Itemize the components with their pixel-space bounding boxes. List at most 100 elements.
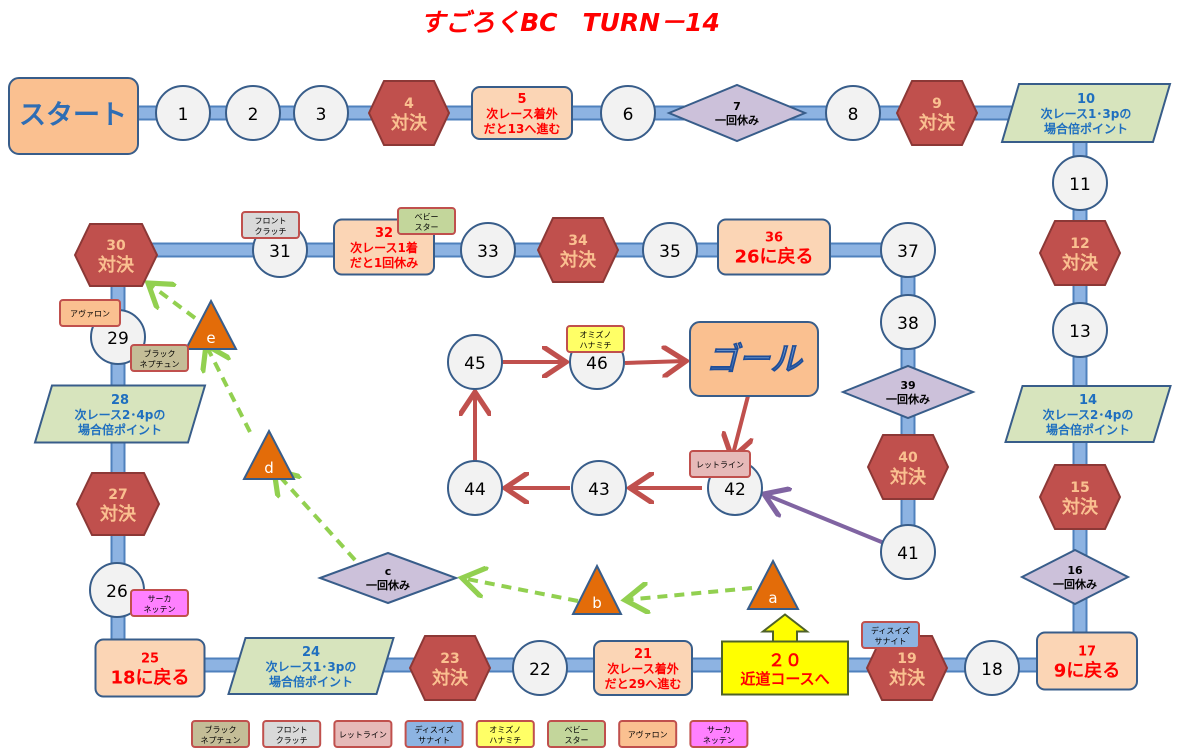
cell-d-shortcut: d	[242, 428, 296, 480]
cell-label: 場合倍ポイント	[1044, 121, 1128, 136]
cell-11-plain: 11	[1052, 155, 1108, 211]
cell-label: 対決	[918, 112, 956, 134]
cell-label: 26	[106, 582, 128, 602]
cell-number: 5	[517, 92, 526, 107]
cell-label: 8	[848, 105, 859, 125]
cell-label: 44	[464, 480, 486, 500]
shortcut-route-arrow	[148, 283, 197, 320]
cell-label: 18に戻る	[110, 667, 189, 689]
cell-label: 33	[477, 242, 499, 262]
cell-label: 2	[248, 105, 259, 125]
shortcut-route-arrow	[625, 588, 753, 600]
cell-label: 43	[588, 480, 610, 500]
player-name: ベビー	[415, 213, 439, 222]
cell-label: b	[592, 594, 602, 612]
legend-item-let-line: レットライン	[333, 720, 393, 748]
cell-label: 41	[897, 544, 919, 564]
cell-number: 10	[1077, 92, 1095, 107]
cell-number: 24	[302, 645, 320, 660]
cell-number: 17	[1078, 645, 1096, 660]
player-name: ハナミチ	[580, 341, 612, 350]
cell-number: 16	[1067, 564, 1083, 577]
player-name: ベビー	[565, 726, 589, 735]
player-marker-avalon: アヴァロン	[59, 299, 121, 327]
cell-number: 19	[897, 651, 916, 667]
cell-44-plain: 44	[447, 460, 503, 516]
cell-number: 9	[932, 96, 942, 112]
cell-18-plain: 18	[964, 640, 1020, 696]
cell-label: 一回休み	[366, 578, 410, 592]
cell-label: a	[768, 589, 777, 607]
cell-37-plain: 37	[880, 222, 936, 278]
cell-number: 39	[900, 379, 915, 392]
cell-label: 場合倍ポイント	[269, 674, 353, 689]
player-name: フロント	[255, 217, 287, 226]
player-name: ディスイズ	[871, 626, 910, 636]
cell-a-shortcut: a	[746, 558, 800, 610]
start-label: スタート	[19, 100, 127, 131]
cell-label: だと13へ進む	[484, 121, 561, 136]
arrow-up-icon	[760, 613, 810, 643]
cell-label: 次レース着外	[486, 106, 557, 121]
cell-33-plain: 33	[460, 222, 516, 278]
cell-number: 40	[898, 450, 918, 466]
player-name: オミズノ	[580, 330, 612, 340]
cell-label: 1	[178, 105, 189, 125]
cell-e-shortcut: e	[184, 298, 238, 350]
cell-label: 次レース2･4pの	[1043, 407, 1134, 422]
cell-b-shortcut: b	[571, 563, 623, 615]
player-name: ネッテン	[703, 736, 735, 745]
cell-22-plain: 22	[512, 640, 568, 696]
player-name: ネプチュン	[140, 360, 180, 369]
cell-label: 次レース1着	[350, 240, 418, 255]
cell-label: 一回休み	[715, 113, 759, 127]
cell-label: 31	[269, 242, 291, 262]
cell-label: 一回休み	[1053, 577, 1097, 591]
cell-number: 25	[141, 652, 159, 667]
cell-label: 38	[897, 314, 919, 334]
cell-label: 29	[107, 329, 129, 349]
cell-3-plain: 3	[293, 85, 349, 141]
shortcut-route-arrow	[206, 345, 252, 433]
cell-number: 30	[106, 238, 126, 254]
cell-6-plain: 6	[600, 85, 656, 141]
cell-label: だと29へ進む	[605, 676, 682, 691]
cell-43-plain: 43	[571, 460, 627, 516]
cell-4-duel: 4対決	[367, 80, 451, 146]
player-name: フロント	[276, 726, 308, 735]
player-name: オミズノ	[489, 725, 521, 735]
goal-label: ゴール	[706, 340, 804, 378]
cell-9-duel: 9対決	[895, 80, 979, 146]
cell-number: ２０	[768, 651, 802, 671]
join-route-arrow	[764, 494, 885, 545]
cell-label: 対決	[97, 254, 135, 276]
cell-label: 対決	[99, 503, 137, 525]
goal-route-arrow	[732, 395, 748, 458]
goal-route-arrow	[624, 361, 686, 363]
cell-label: 対決	[431, 667, 469, 689]
cell-number: 28	[111, 393, 129, 408]
